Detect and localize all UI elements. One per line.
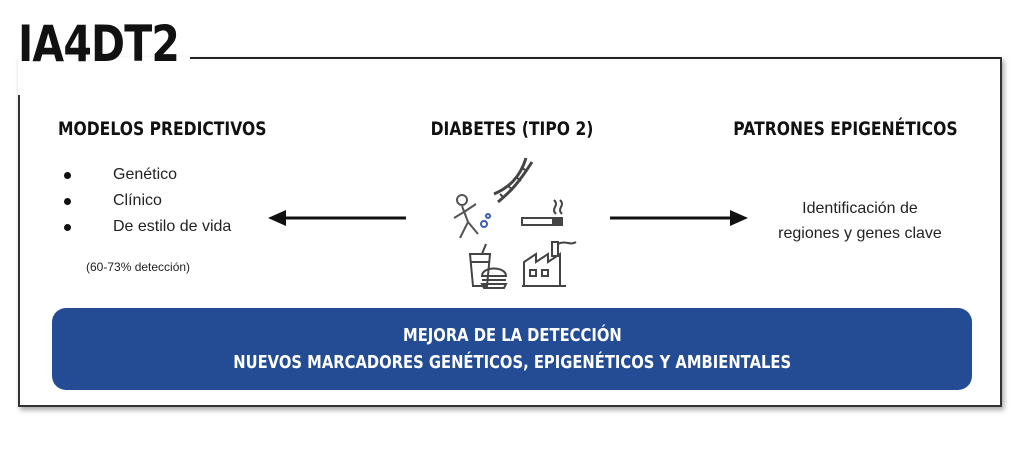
title-rule — [190, 57, 1002, 59]
arrow-right-icon — [610, 210, 748, 226]
cigarette-icon — [521, 199, 563, 226]
list-item: De estilo de vida — [60, 214, 231, 240]
diagram-frame — [18, 57, 1002, 407]
epigenetic-description-line: Identificación de — [802, 200, 918, 217]
list-item: Genético — [60, 162, 231, 188]
epigenetic-patterns-heading: PATRONES EPIGENÉTICOS — [733, 118, 958, 140]
detection-improvement-banner: MEJORA DE LA DETECCIÓN NUEVOS MARCADORES… — [52, 308, 972, 390]
list-item: Clínico — [60, 188, 231, 214]
banner-title: MEJORA DE LA DETECCIÓN — [402, 325, 622, 346]
predictive-models-list: Genético Clínico De estilo de vida — [60, 162, 231, 240]
detection-rate-note: (60-73% detección) — [86, 260, 191, 274]
fast-food-icon — [468, 243, 508, 289]
arrow-left-icon — [268, 210, 406, 226]
exercise-person-icon — [453, 194, 491, 239]
logo-title: IA4DT2 — [18, 15, 180, 73]
diagram-frame-left-edge — [18, 95, 20, 407]
factory-icon — [522, 241, 577, 287]
banner-subtitle: NUEVOS MARCADORES GENÉTICOS, EPIGENÉTICO… — [233, 352, 791, 373]
diabetes-heading: DIABETES (TIPO 2) — [430, 118, 594, 140]
epigenetic-description-line: regiones y genes clave — [778, 225, 942, 242]
predictive-models-heading: MODELOS PREDICTIVOS — [58, 118, 267, 140]
dna-icon — [493, 157, 534, 204]
risk-factor-icons — [453, 157, 577, 289]
epigenetic-description: Identificación de regiones y genes clave — [745, 196, 975, 246]
